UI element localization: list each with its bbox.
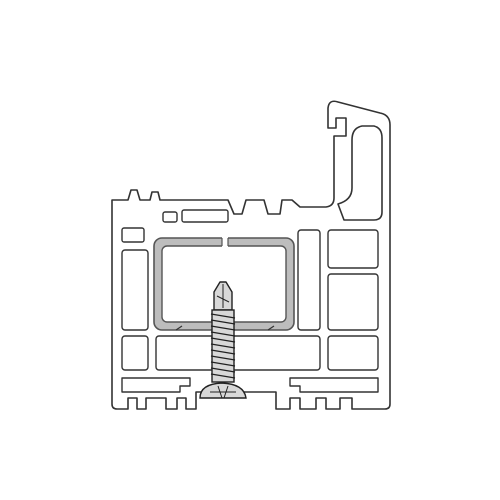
chamber-right-bottom (327, 335, 379, 371)
chamber-right-top (327, 229, 379, 269)
screw-head (199, 382, 247, 399)
profile-chambers (121, 209, 379, 393)
gasket-lip (337, 125, 383, 221)
chamber-left-upper (121, 249, 149, 331)
chamber-center-right (297, 229, 321, 331)
chamber-foot-left (121, 377, 191, 393)
chamber-foot-right (289, 377, 379, 393)
chamber-top-slot-3 (121, 227, 145, 243)
reinforcement-seam (222, 237, 228, 247)
chamber-top-slot-2 (181, 209, 229, 223)
chamber-left-lower (121, 335, 149, 371)
screw-threads (210, 313, 236, 379)
self-drilling-screw-icon (199, 281, 247, 399)
chamber-top-slot-1 (162, 211, 178, 223)
chamber-bottom-middle (155, 335, 321, 371)
chamber-right-middle (327, 273, 379, 331)
